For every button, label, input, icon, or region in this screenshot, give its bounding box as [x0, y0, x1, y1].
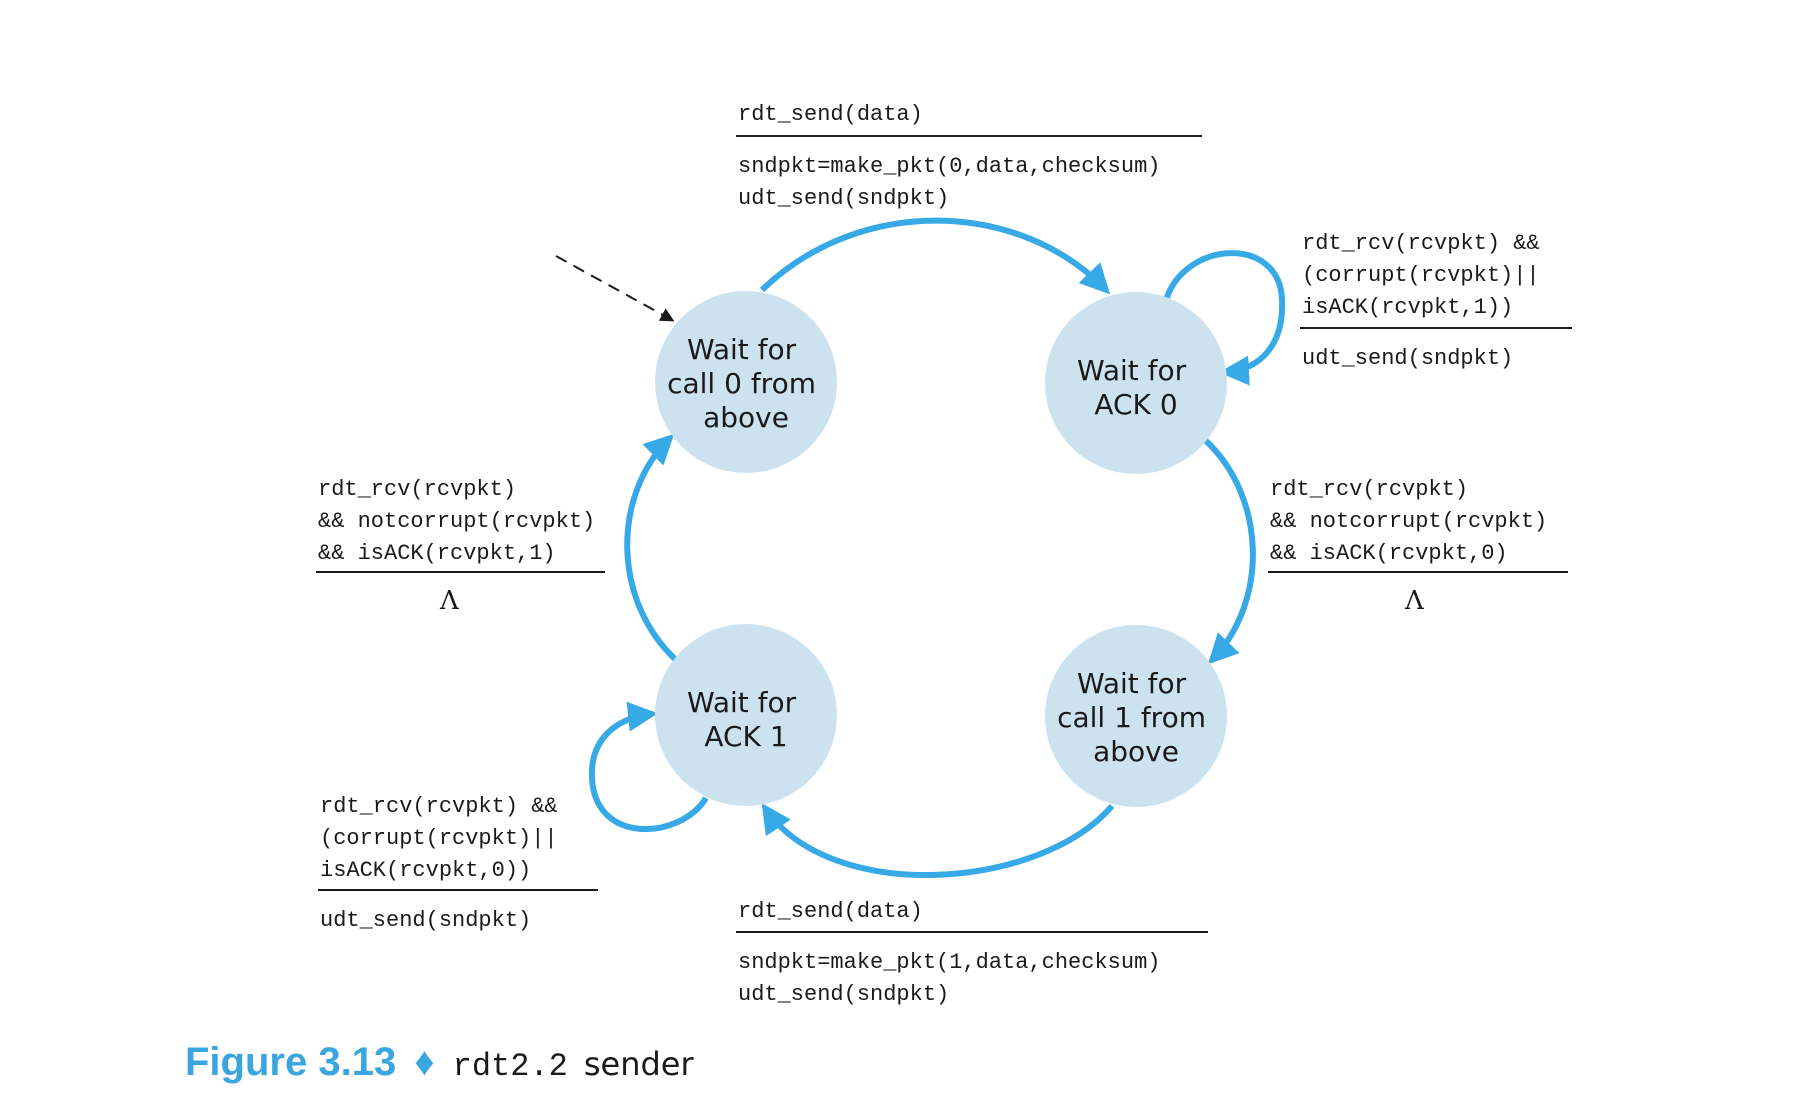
state-wait-call1: Wait for call 1 from above — [1045, 625, 1227, 807]
state-label-line: Wait for — [1077, 354, 1187, 387]
svg-text:Wait for ACK 1: Wait for ACK 1 — [687, 686, 805, 753]
caption-code: rdt2.2 — [453, 1048, 568, 1085]
label-call1-to-ack1: rdt_send(data) sndpkt=make_pkt(1,data,ch… — [736, 899, 1208, 1007]
figure-caption: Figure 3.13 ♦ rdt2.2 sender — [185, 1040, 694, 1085]
action-text: Λ — [1404, 586, 1425, 616]
event-text: rdt_send(data) — [738, 899, 923, 924]
event-text: rdt_rcv(rcvpkt) && — [320, 794, 558, 819]
event-text: && isACK(rcvpkt,1) — [318, 541, 556, 566]
arc-ack0-to-call1 — [1202, 437, 1256, 665]
action-text: Λ — [439, 586, 460, 616]
event-text: rdt_rcv(rcvpkt) — [318, 477, 516, 502]
state-label-line: above — [1093, 735, 1179, 768]
action-text: sndpkt=make_pkt(1,data,checksum) — [738, 950, 1160, 975]
initial-state-arrow — [555, 255, 675, 322]
action-text: udt_send(sndpkt) — [1302, 346, 1513, 371]
state-label-line: above — [703, 401, 789, 434]
event-text: (corrupt(rcvpkt)|| — [320, 826, 558, 851]
event-text: && notcorrupt(rcvpkt) — [318, 509, 595, 534]
event-text: rdt_send(data) — [738, 102, 923, 127]
svg-text:Wait for call 0 from: Wait for call 0 from above — [667, 333, 825, 434]
arc-ack0-self-loop — [1163, 250, 1286, 386]
svg-text:Wait for ACK 0: Wait for ACK 0 — [1077, 354, 1195, 421]
label-ack1-self-loop: rdt_rcv(rcvpkt) && (corrupt(rcvpkt)|| is… — [318, 794, 598, 933]
action-text: udt_send(sndpkt) — [738, 982, 949, 1007]
event-text: (corrupt(rcvpkt)|| — [1302, 263, 1540, 288]
caption-separator: ♦ — [414, 1040, 434, 1084]
state-wait-call0: Wait for call 0 from above — [655, 291, 837, 473]
state-wait-ack0: Wait for ACK 0 — [1045, 292, 1227, 474]
arc-ack1-to-call0 — [624, 433, 679, 663]
figure-number: Figure 3.13 — [185, 1040, 396, 1084]
event-text: rdt_rcv(rcvpkt) && — [1302, 231, 1540, 256]
state-label-line: call 1 from — [1057, 701, 1206, 734]
state-label-line: Wait for — [1077, 667, 1187, 700]
state-label-line: ACK 0 — [1094, 388, 1177, 421]
state-label-line: call 0 from — [667, 367, 816, 400]
event-text: isACK(rcvpkt,0)) — [320, 858, 531, 883]
state-label-line: Wait for — [687, 333, 797, 366]
arc-call1-to-ack1 — [761, 803, 1115, 879]
action-text: udt_send(sndpkt) — [320, 908, 531, 933]
event-text: rdt_rcv(rcvpkt) — [1270, 477, 1468, 502]
state-wait-ack1: Wait for ACK 1 — [655, 624, 837, 806]
arc-call0-to-ack0 — [759, 217, 1111, 295]
event-text: isACK(rcvpkt,1)) — [1302, 295, 1513, 320]
label-ack1-to-call0: rdt_rcv(rcvpkt) && notcorrupt(rcvpkt) &&… — [316, 477, 605, 616]
state-label-line: ACK 1 — [704, 720, 787, 753]
caption-word: sender — [584, 1045, 695, 1083]
label-ack0-to-call1: rdt_rcv(rcvpkt) && notcorrupt(rcvpkt) &&… — [1268, 477, 1568, 616]
label-ack0-self-loop: rdt_rcv(rcvpkt) && (corrupt(rcvpkt)|| is… — [1300, 231, 1572, 371]
event-text: && notcorrupt(rcvpkt) — [1270, 509, 1547, 534]
arc-ack1-self-loop — [588, 701, 709, 833]
action-text: udt_send(sndpkt) — [738, 186, 949, 211]
state-label-line: Wait for — [687, 686, 797, 719]
event-text: && isACK(rcvpkt,0) — [1270, 541, 1508, 566]
label-call0-to-ack0: rdt_send(data) sndpkt=make_pkt(0,data,ch… — [736, 102, 1202, 211]
svg-text:Wait for call 1 from: Wait for call 1 from above — [1057, 667, 1215, 768]
action-text: sndpkt=make_pkt(0,data,checksum) — [738, 154, 1160, 179]
